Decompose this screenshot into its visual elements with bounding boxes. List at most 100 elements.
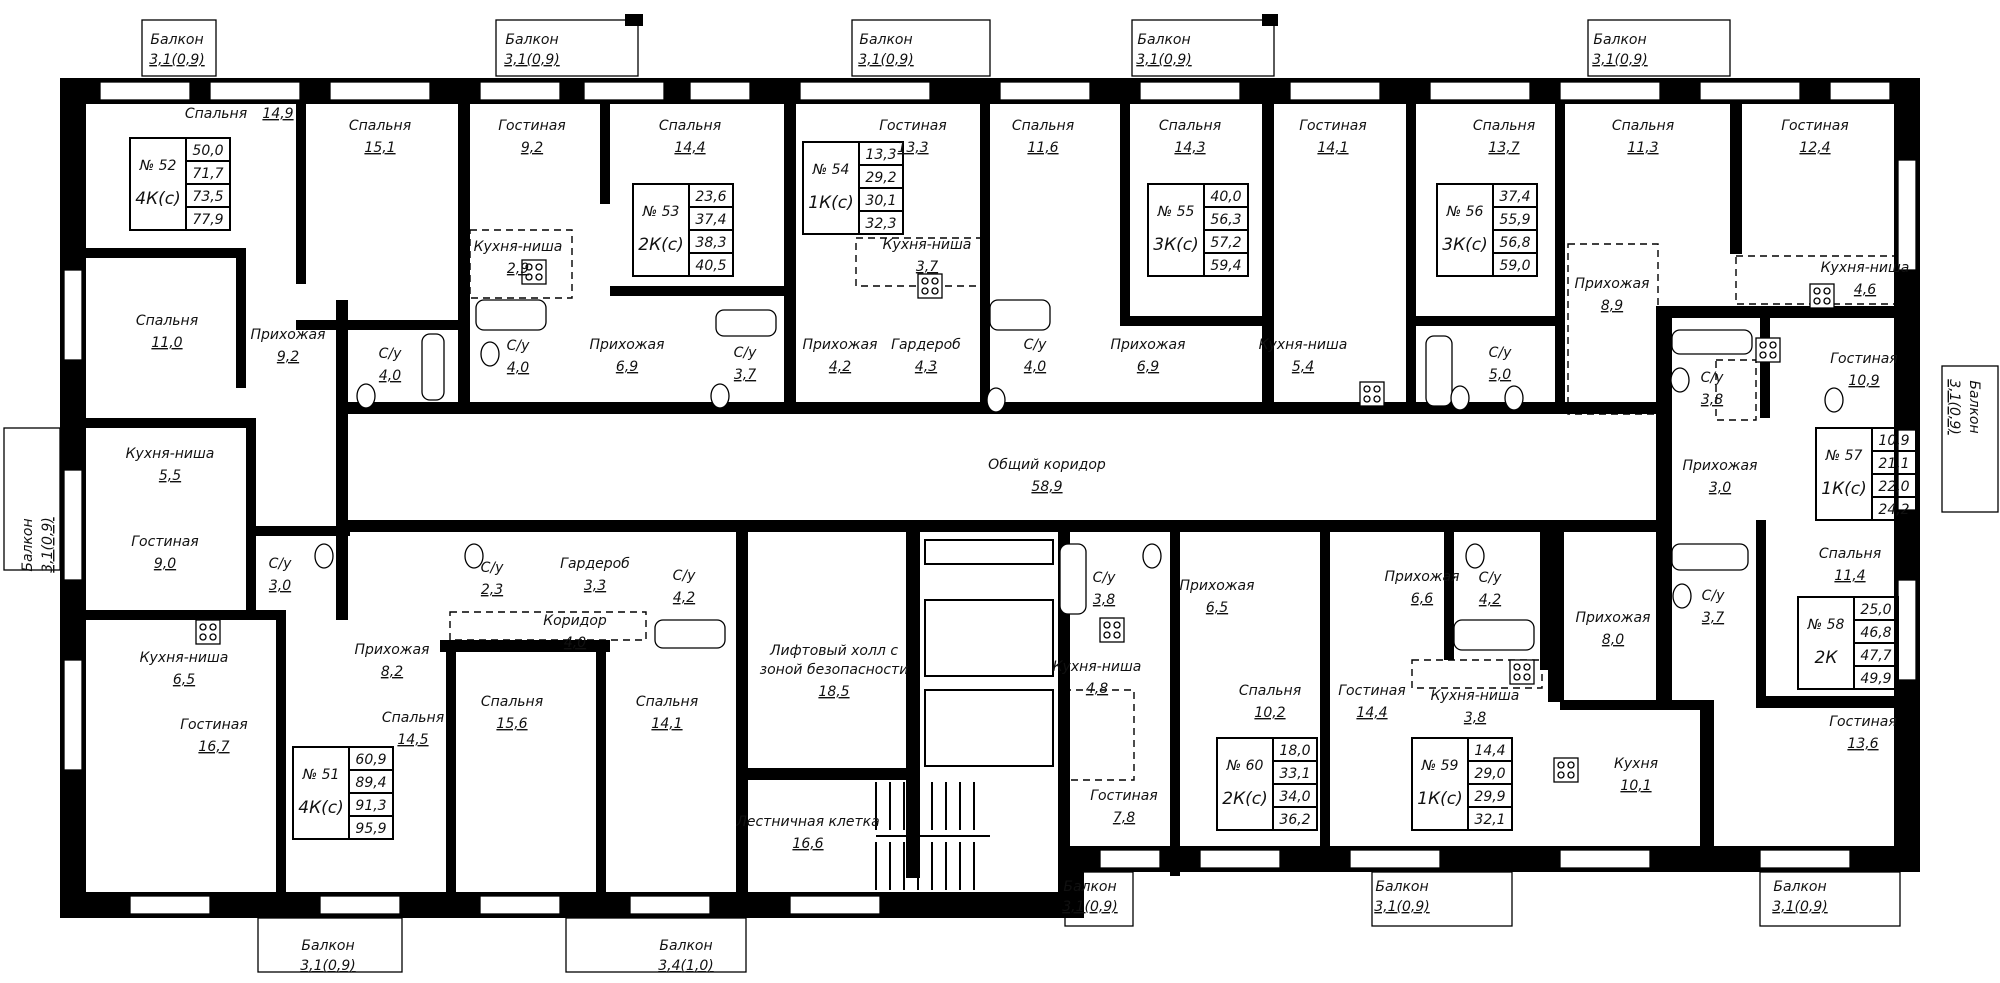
room-area: 8,0 [1602, 632, 1624, 648]
room-name: С/у [1479, 570, 1502, 586]
apartment-number: № 54 [812, 162, 850, 178]
room-area: 6,5 [1206, 600, 1228, 616]
balcony-area: 3,1(0,9) [504, 52, 559, 68]
apartment-type: 3К(с) [1442, 235, 1488, 255]
apartment-number: № 60 [1226, 758, 1264, 774]
room-area: 14,3 [1174, 140, 1205, 156]
room-name: Прихожая [1180, 578, 1255, 594]
room-area: 6,9 [616, 359, 638, 375]
room-area: 11,3 [1627, 140, 1658, 156]
apartment-area-value: 73,5 [192, 189, 223, 205]
room-r-su-a: С/у4,0 [379, 346, 402, 384]
room-area: 8,2 [381, 664, 403, 680]
apartment-type: 2К(с) [1222, 789, 1268, 809]
apartment-area-value: 40,5 [695, 258, 726, 274]
room-r-su-h: С/у 2,3 [481, 560, 504, 598]
apartment-area-value: 59,4 [1210, 258, 1241, 274]
room-name: Спальня [481, 694, 543, 710]
room-area: 16,6 [792, 836, 823, 852]
room-name: Спальня [1239, 683, 1301, 699]
apartment-area-value: 59,0 [1499, 258, 1530, 274]
room-area: 4,0 [379, 368, 401, 384]
balcony-area: 3,1(0,9) [1592, 52, 1647, 68]
room-name: С/у [1489, 345, 1512, 361]
apartment-area-value: 49,9 [1860, 671, 1891, 687]
room-area: 4,0 [564, 635, 586, 651]
room-name: Кухня-ниша [883, 237, 972, 253]
room-area: 3,7 [916, 259, 938, 275]
room-name: Прихожая [1111, 337, 1186, 353]
apartment-number: № 58 [1807, 617, 1845, 633]
balcony-area: 3,1(0,9) [300, 958, 355, 974]
room-area: 13,7 [1488, 140, 1519, 156]
room-name: Прихожая [1683, 458, 1758, 474]
room-area: 5,0 [1489, 367, 1511, 383]
apartment-type: 4К(с) [298, 798, 344, 818]
apartment-area-value: 30,1 [865, 193, 896, 209]
balcony-area: 3,1(0,9) [1136, 52, 1191, 68]
apartment-area-value: 46,8 [1860, 625, 1891, 641]
room-area: 16,7 [198, 739, 229, 755]
room-area: 15,1 [364, 140, 395, 156]
room-name: С/у [269, 556, 292, 572]
room-area: 10,1 [1620, 778, 1651, 794]
apartment-area-value: 13,3 [865, 147, 896, 163]
room-name: Гостиная [498, 118, 565, 134]
balcony-area: 3,1(0,9) [149, 52, 204, 68]
apartment-number: № 52 [139, 158, 177, 174]
room-name: Гардероб [891, 337, 961, 353]
room-name: Прихожая [251, 327, 326, 343]
room-name: Кухня-ниша [126, 446, 215, 462]
room-name: Гостиная [180, 717, 247, 733]
apartment-area-value: 60,9 [355, 752, 386, 768]
room-name: Спальня [659, 118, 721, 134]
apartment-type: 2К [1815, 648, 1839, 668]
balcony-name: Балкон [659, 938, 712, 954]
room-name: Спальня [1159, 118, 1221, 134]
room-r-kuhnya-a: Кухня-ниша 2,9 [474, 239, 563, 277]
room-name: Кухня-ниша [474, 239, 563, 255]
room-name: Гостиная [1830, 351, 1897, 367]
room-area: 58,9 [1031, 479, 1062, 495]
apartment-area-value: 23,6 [695, 189, 726, 205]
room-area: 2,9 [507, 261, 529, 277]
room-name: Гостиная [1781, 118, 1848, 134]
room-r-su-d: С/у4,0 [1024, 337, 1047, 375]
balcony-name: Балкон [20, 518, 36, 571]
room-area: 14,1 [1317, 140, 1348, 156]
apartment-area-value: 38,3 [695, 235, 726, 251]
room-area: 15,6 [496, 716, 527, 732]
room-area: 4,2 [673, 590, 695, 606]
balcony-area: 3,1(0,9) [1062, 899, 1117, 915]
apartment-area-value: 29,0 [1474, 766, 1505, 782]
apartment-area-value: 21,1 [1878, 456, 1909, 472]
room-name: С/у [481, 560, 504, 576]
room-area: 2,3 [481, 582, 503, 598]
